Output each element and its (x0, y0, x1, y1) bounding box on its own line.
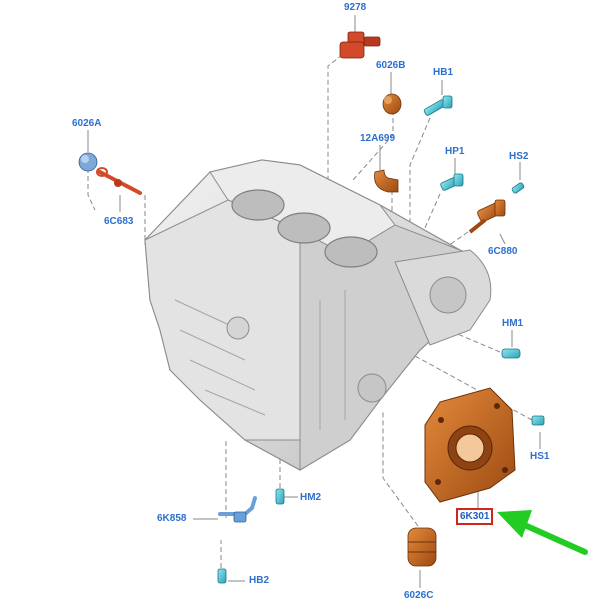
part-6K301 (424, 387, 516, 503)
callout-HP1: HP1 (445, 146, 465, 157)
leader-9278 (327, 44, 356, 200)
callout-HS2: HS2 (509, 151, 529, 162)
side-boss (226, 316, 250, 340)
part-6C683 (96, 167, 142, 195)
pointer-arrow (497, 510, 588, 555)
rear-bore (429, 276, 467, 314)
part-6C880 (468, 199, 506, 234)
front-boss (357, 373, 387, 403)
block-left-face (144, 199, 301, 441)
callout-6026B: 6026B (376, 60, 406, 71)
callout-6026C: 6026C (404, 590, 434, 601)
callout-6026A: 6026A (72, 118, 102, 129)
part-HS1 (531, 415, 545, 426)
leader-HB1 (409, 117, 431, 235)
callout-HM2: HM2 (300, 492, 322, 503)
part-HB2 (217, 568, 227, 584)
engine-block (144, 159, 492, 471)
part-9278 (339, 31, 381, 59)
cylinder-bore-2 (277, 212, 331, 244)
callout-HM1: HM1 (502, 318, 524, 329)
callout-6K858: 6K858 (157, 513, 187, 524)
leader-6026C (382, 410, 419, 527)
leader-6026A (87, 168, 96, 211)
block-ribs (174, 290, 346, 430)
part-6K858 (218, 496, 257, 523)
leader-6026B (352, 110, 394, 181)
callout-6C683: 6C683 (104, 216, 134, 227)
callout-HB2: HB2 (249, 575, 270, 586)
callout-6K301-highlighted: 6K301 (456, 508, 494, 525)
callout-12A699: 12A699 (360, 133, 396, 144)
part-HM2 (275, 488, 285, 505)
callout-9278: 9278 (344, 2, 367, 13)
part-HM1 (501, 348, 521, 359)
callout-6C880: 6C880 (488, 246, 518, 257)
cylinder-bore-1 (231, 189, 285, 221)
part-HP1 (440, 173, 464, 191)
part-12A699 (374, 169, 399, 193)
callout-HS1: HS1 (530, 451, 550, 462)
callout-lines (87, 15, 541, 588)
callout-HB1: HB1 (433, 67, 454, 78)
cylinder-bore-3 (324, 236, 378, 268)
part-HS2 (511, 182, 525, 194)
part-6026B (382, 93, 402, 115)
part-HB1 (423, 95, 453, 116)
part-6026A (78, 152, 98, 172)
part-6026C (407, 527, 437, 567)
